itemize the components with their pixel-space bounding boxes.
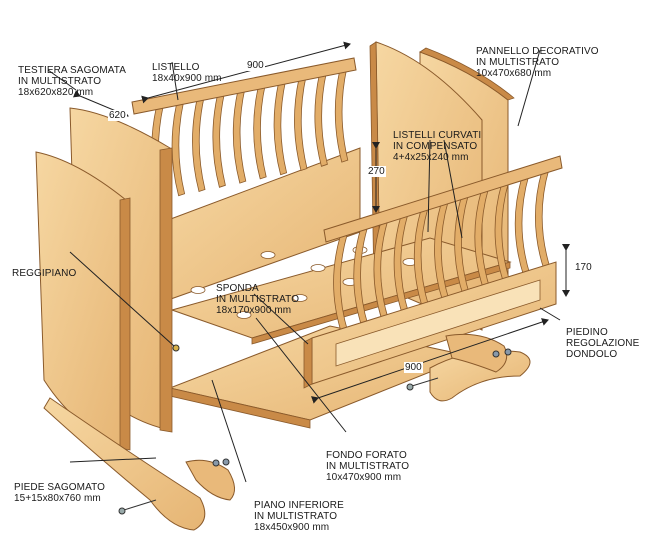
back-slat — [253, 84, 267, 180]
dimension-top-length: 900 — [246, 60, 265, 71]
dimension-front-length: 900 — [404, 362, 423, 373]
back-slat — [171, 101, 186, 197]
rocker-front — [43, 397, 235, 531]
dimension-side-height: 270 — [367, 166, 386, 177]
dimension-depth: 620 — [108, 110, 127, 121]
back-slat — [212, 92, 226, 188]
back-slat — [192, 96, 206, 193]
headboard — [35, 107, 173, 451]
rocker-back — [429, 333, 531, 402]
dimension-front-height: 170 — [574, 262, 593, 273]
front-slat — [534, 168, 551, 270]
back-slat — [334, 67, 349, 163]
front-slat — [514, 175, 531, 277]
back-slat — [294, 75, 308, 172]
leader-lines — [47, 49, 561, 483]
label-reggipiano: REGGIPIANO — [12, 268, 77, 279]
front-slats — [333, 168, 551, 336]
front-top-rail — [323, 155, 563, 243]
back-slat — [232, 88, 247, 184]
back-slat — [314, 71, 328, 167]
back-slat — [273, 80, 288, 176]
